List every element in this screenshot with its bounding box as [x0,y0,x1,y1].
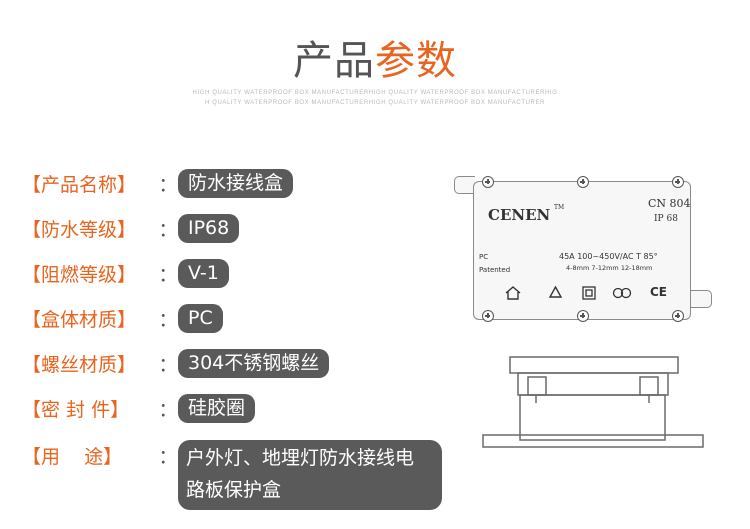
param-colon: ： [158,173,178,196]
param-value: 防水接线盒 [178,168,294,198]
param-label: 【用 途】 [22,446,123,468]
box-tm: TM [554,204,565,211]
param-label: 【密 封 件】 [22,398,130,421]
param-value: PC [178,303,223,333]
recycle-icon [548,286,563,298]
screw-icon [577,176,589,188]
screw-icon [672,310,684,322]
ce-mark-icon: CE [650,285,668,299]
param-label: 【产品名称】 [22,173,137,196]
param-label: 【防水等级】 [22,218,137,241]
junction-box-side-view [482,356,704,448]
param-colon: ： [158,218,178,241]
screw-icon [672,176,684,188]
infinity-mark-icon [612,287,632,299]
screw-icon [482,176,494,188]
outdoor-house-icon [505,286,521,300]
title-part-1: 产品 [293,38,375,84]
param-row-waterproof-grade: 【防水等级】 ： IP68 [22,213,240,243]
box-patented: Patented [479,266,511,274]
param-row-body-material: 【盒体材质】 ： PC [22,303,223,333]
param-label: 【阻燃等级】 [22,263,137,286]
param-value: 户外灯、地埋灯防水接线电路板保护盒 [178,440,442,510]
param-value: IP68 [178,213,240,243]
param-colon: ： [158,353,178,376]
param-label: 【盒体材质】 [22,308,137,331]
box-sizes: 4-8mm 7-12mm 12-18mm [566,264,653,272]
box-model: CN 804 [648,197,691,210]
box-brand: CENEN [488,206,551,224]
param-value: 硅胶圈 [178,393,256,423]
param-row-product-name: 【产品名称】 ： 防水接线盒 [22,168,294,198]
page-title: 产品参数 [0,28,750,86]
param-colon: ： [158,446,178,468]
screw-icon [482,310,494,322]
box-rating: 45A 100~450V/AC T 85° [559,252,658,261]
param-row-flame-grade: 【阻燃等级】 ： V-1 [22,258,229,288]
param-row-usage: 【用 途】 ： 户外灯、地埋灯防水接线电路板保护盒 [22,440,442,510]
param-value: V-1 [178,258,229,288]
mounting-tab-right [691,290,712,308]
double-insulation-icon [582,286,596,300]
param-colon: ： [158,398,178,421]
param-value: 304不锈钢螺丝 [178,348,330,378]
param-colon: ： [158,308,178,331]
param-label: 【螺丝材质】 [22,353,137,376]
subtitle-line-1: HIGH QUALITY WATERPROOF BOX MANUFACTURER… [192,90,558,96]
screw-icon [577,310,589,322]
junction-box-top-view: CENEN TM CN 804 IP 68 PC Patented 45A 10… [473,181,691,320]
param-row-screw-material: 【螺丝材质】 ： 304不锈钢螺丝 [22,348,330,378]
subtitle-line-2: H QUALITY WATERPROOF BOX MANUFACTURERHIG… [204,100,545,106]
box-material: PC [479,253,489,261]
box-ip: IP 68 [654,214,678,224]
title-part-2: 参数 [375,38,457,84]
param-row-seal: 【密 封 件】 ： 硅胶圈 [22,393,256,423]
mounting-tab-left [454,176,475,194]
param-colon: ： [158,263,178,286]
